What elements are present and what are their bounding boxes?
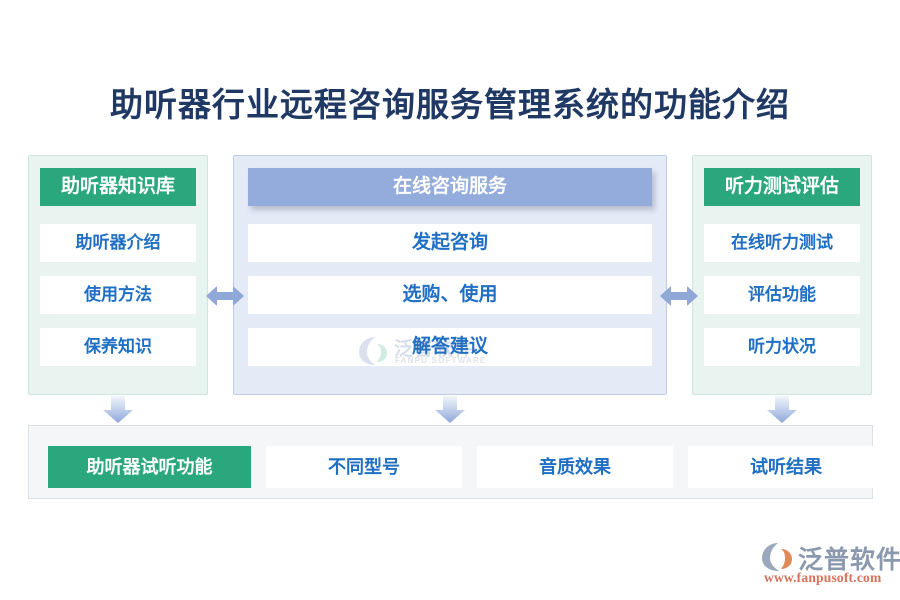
- item-usage-method[interactable]: 使用方法: [40, 276, 196, 314]
- page-title: 助听器行业远程咨询服务管理系统的功能介绍: [110, 88, 790, 124]
- item-answer-suggestion[interactable]: 解答建议: [248, 328, 652, 366]
- panel-hearing-test-evaluation[interactable]: 听力测试评估 在线听力测试 评估功能 听力状况: [692, 155, 872, 395]
- bottom-item-trial-result[interactable]: 试听结果: [688, 446, 884, 488]
- panel-knowledge-base[interactable]: 助听器知识库 助听器介绍 使用方法 保养知识: [28, 155, 208, 395]
- item-hearing-condition[interactable]: 听力状况: [704, 328, 860, 366]
- panel-online-consultation-header: 在线咨询服务: [248, 168, 652, 206]
- double-arrow-right-icon: [660, 283, 698, 309]
- brand-logo-url: www.fanpusoft.com: [764, 570, 882, 585]
- item-evaluation-function[interactable]: 评估功能: [704, 276, 860, 314]
- item-hearing-aid-intro[interactable]: 助听器介绍: [40, 224, 196, 262]
- down-arrow-right-icon: [766, 396, 798, 424]
- bottom-item-different-models[interactable]: 不同型号: [266, 446, 462, 488]
- columns-region: 助听器知识库 助听器介绍 使用方法 保养知识 在线咨询服务 发起咨询 选购、使用…: [0, 155, 900, 395]
- panel-online-consultation[interactable]: 在线咨询服务 发起咨询 选购、使用 解答建议: [233, 155, 667, 395]
- brand-logo-name: 泛普软件: [798, 546, 900, 574]
- bottom-item-sound-quality[interactable]: 音质效果: [477, 446, 673, 488]
- item-maintenance-knowledge[interactable]: 保养知识: [40, 328, 196, 366]
- fanpu-logo-icon: [762, 543, 792, 571]
- panel-trial-listening[interactable]: 助听器试听功能 不同型号 音质效果 试听结果: [28, 425, 884, 499]
- panel-hearing-test-evaluation-header: 听力测试评估: [704, 168, 860, 206]
- panel-knowledge-base-header: 助听器知识库: [40, 168, 196, 206]
- item-initiate-consultation[interactable]: 发起咨询: [248, 224, 652, 262]
- brand-logo: 泛普软件 www.fanpusoft.com: [762, 540, 900, 588]
- down-arrow-left-icon: [102, 396, 134, 424]
- item-online-hearing-test[interactable]: 在线听力测试: [704, 224, 860, 262]
- item-purchase-and-use[interactable]: 选购、使用: [248, 276, 652, 314]
- down-arrow-center-icon: [434, 396, 466, 424]
- bottom-label-trial-listening: 助听器试听功能: [48, 446, 251, 488]
- double-arrow-left-icon: [206, 283, 244, 309]
